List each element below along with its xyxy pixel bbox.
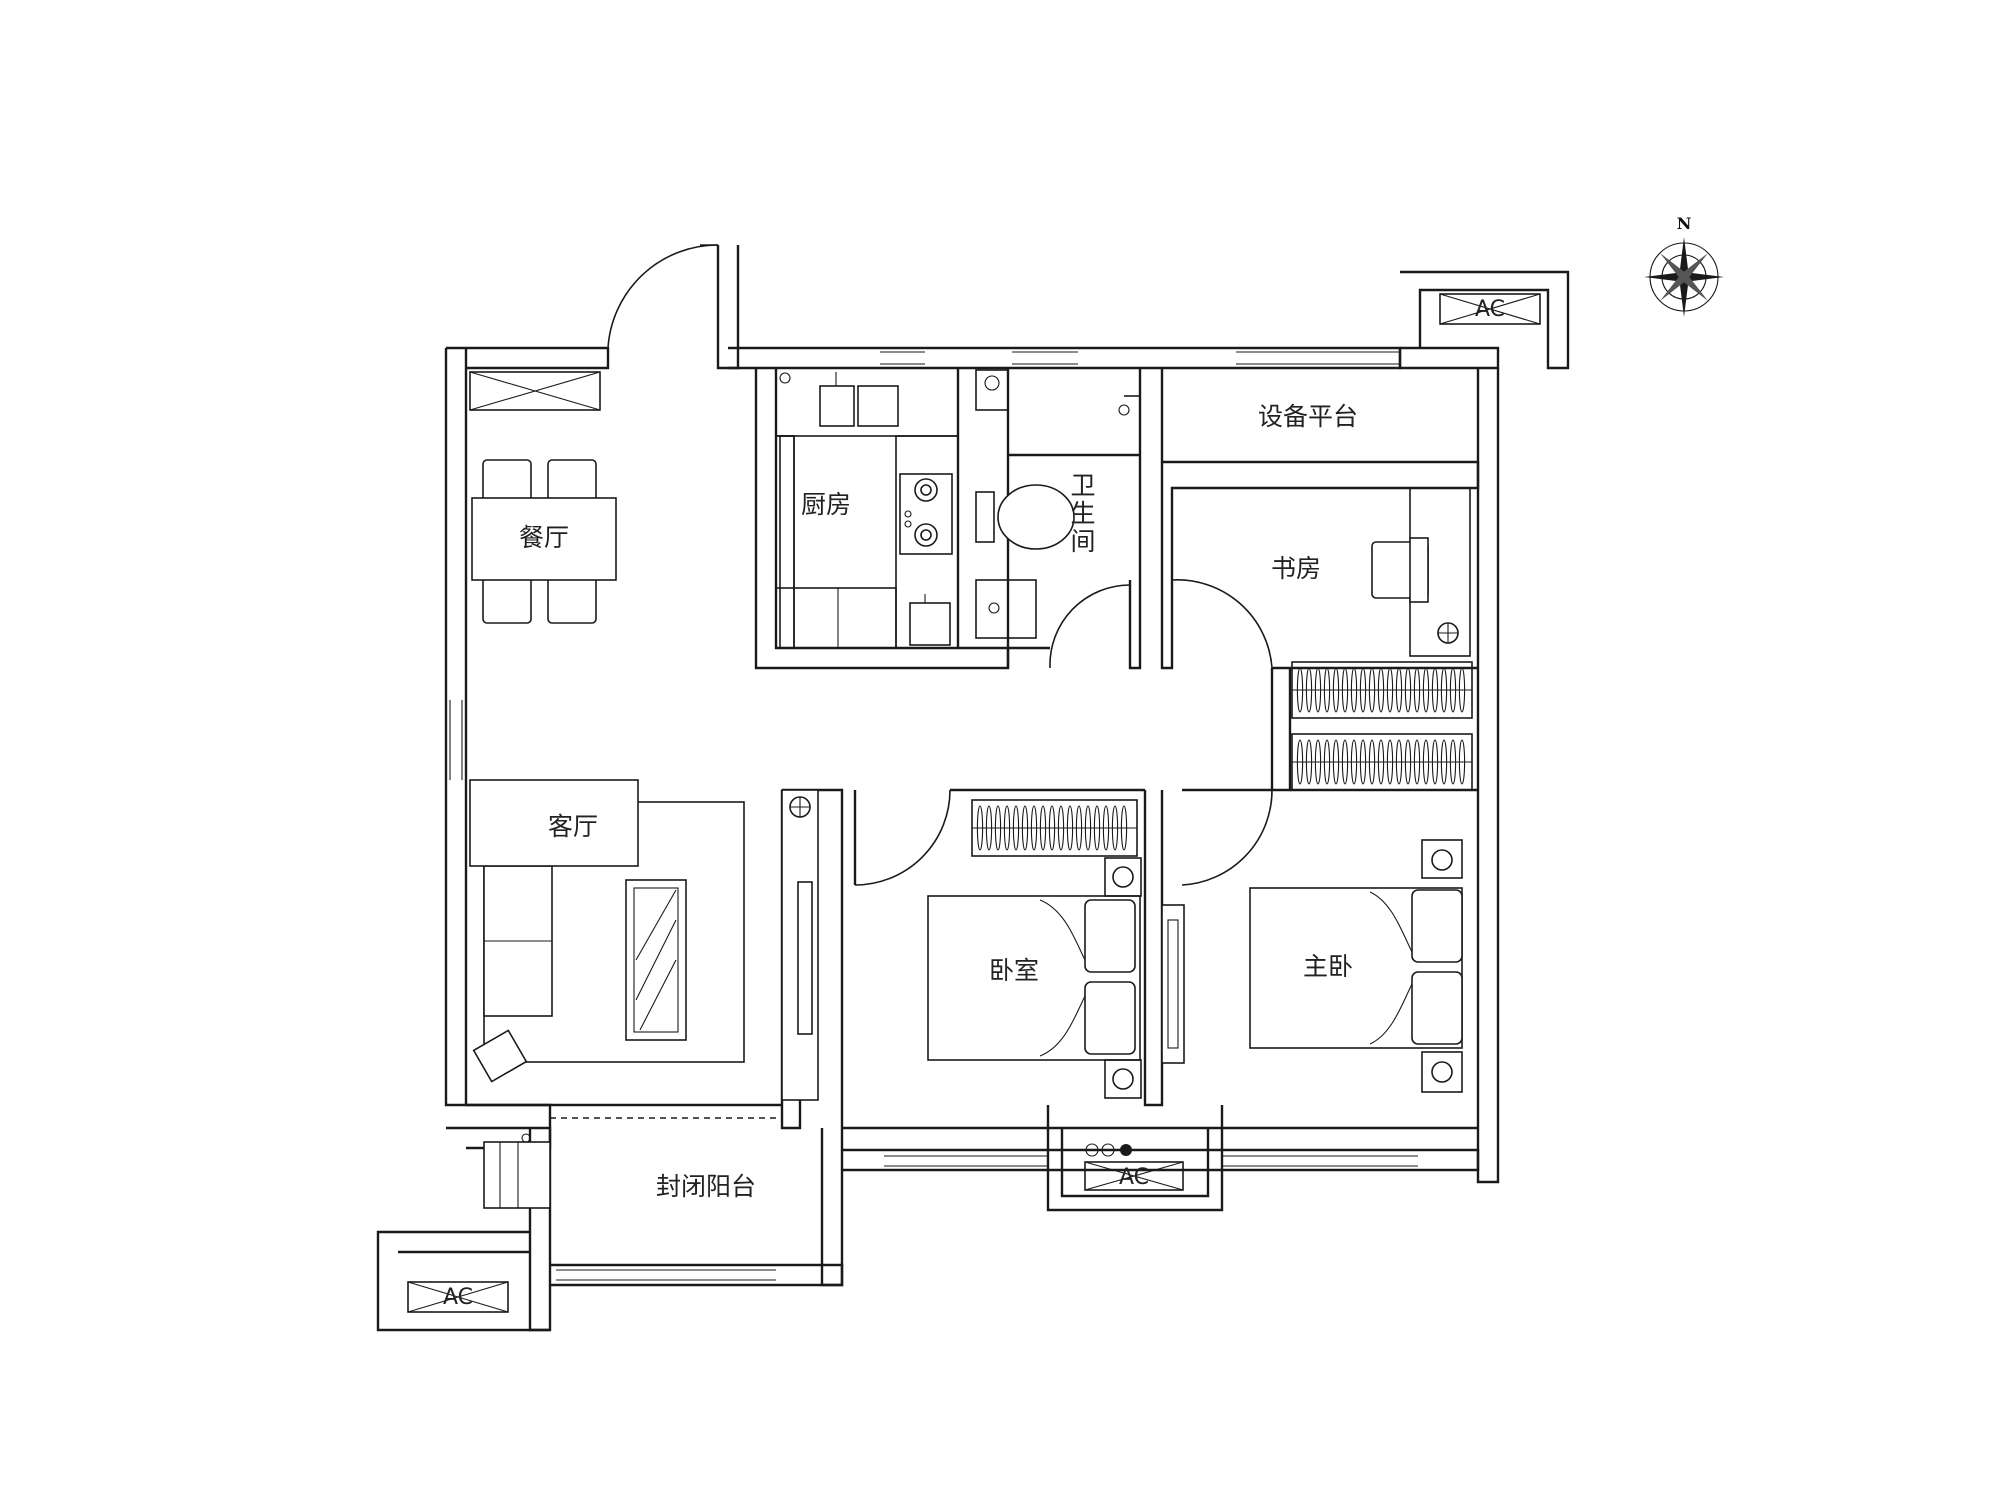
room-label-bedroom: 卧室	[989, 956, 1039, 985]
kitchen-fixtures	[775, 367, 959, 649]
compass-north-label: N	[1677, 214, 1692, 233]
room-label-kitchen: 厨房	[801, 490, 851, 519]
bedroom-tv-icon	[1161, 904, 1185, 1064]
dining-table	[469, 371, 617, 624]
windows	[449, 351, 1418, 1281]
room-label-study: 书房	[1271, 554, 1321, 583]
bedroom-furniture	[927, 839, 1463, 1099]
bathroom-fixtures	[975, 369, 1141, 639]
ac-unit-bottom-left: AC	[376, 1230, 550, 1332]
lamp-icon	[472, 1029, 528, 1083]
ac-unit-top-right: AC	[1439, 293, 1541, 325]
ac-label-bottom-left: AC	[443, 1285, 473, 1310]
study-furniture	[1371, 487, 1471, 657]
ac-label-bottom-middle: AC	[1119, 1165, 1149, 1190]
ac-unit-bottom-middle: AC	[1084, 1143, 1184, 1191]
room-label-living: 客厅	[548, 812, 598, 841]
fridge-icon	[469, 371, 601, 411]
interior-doors	[854, 579, 1273, 886]
wardrobes	[971, 661, 1473, 857]
balcony-fixtures	[483, 1133, 551, 1209]
room-label-bathroom-1: 卫	[1070, 471, 1095, 500]
entrance-door	[607, 244, 719, 368]
room-label-balcony: 封闭阳台	[656, 1172, 756, 1201]
room-label-bathroom-3: 间	[1070, 527, 1095, 556]
stove-icon	[899, 473, 953, 555]
compass-icon: N	[1644, 214, 1724, 317]
room-label-bathroom-2: 生	[1070, 499, 1095, 528]
living-furniture	[469, 779, 819, 1101]
room-label-dining: 餐厅	[519, 523, 569, 552]
room-label-master: 主卧	[1303, 952, 1353, 981]
toilet-icon	[997, 484, 1075, 550]
sink-icon	[975, 579, 1037, 639]
room-label-equipment: 设备平台	[1258, 402, 1358, 431]
interior-walls	[466, 270, 1570, 1212]
ac-label-top-right: AC	[1475, 297, 1505, 322]
washing-machine-icon	[483, 1141, 551, 1209]
room-labels: 餐厅 厨房 卫 生 间 设备平台 书房 客厅 卧室 主卧 封闭阳台	[519, 402, 1358, 1201]
trash-bin-icon	[909, 602, 951, 646]
